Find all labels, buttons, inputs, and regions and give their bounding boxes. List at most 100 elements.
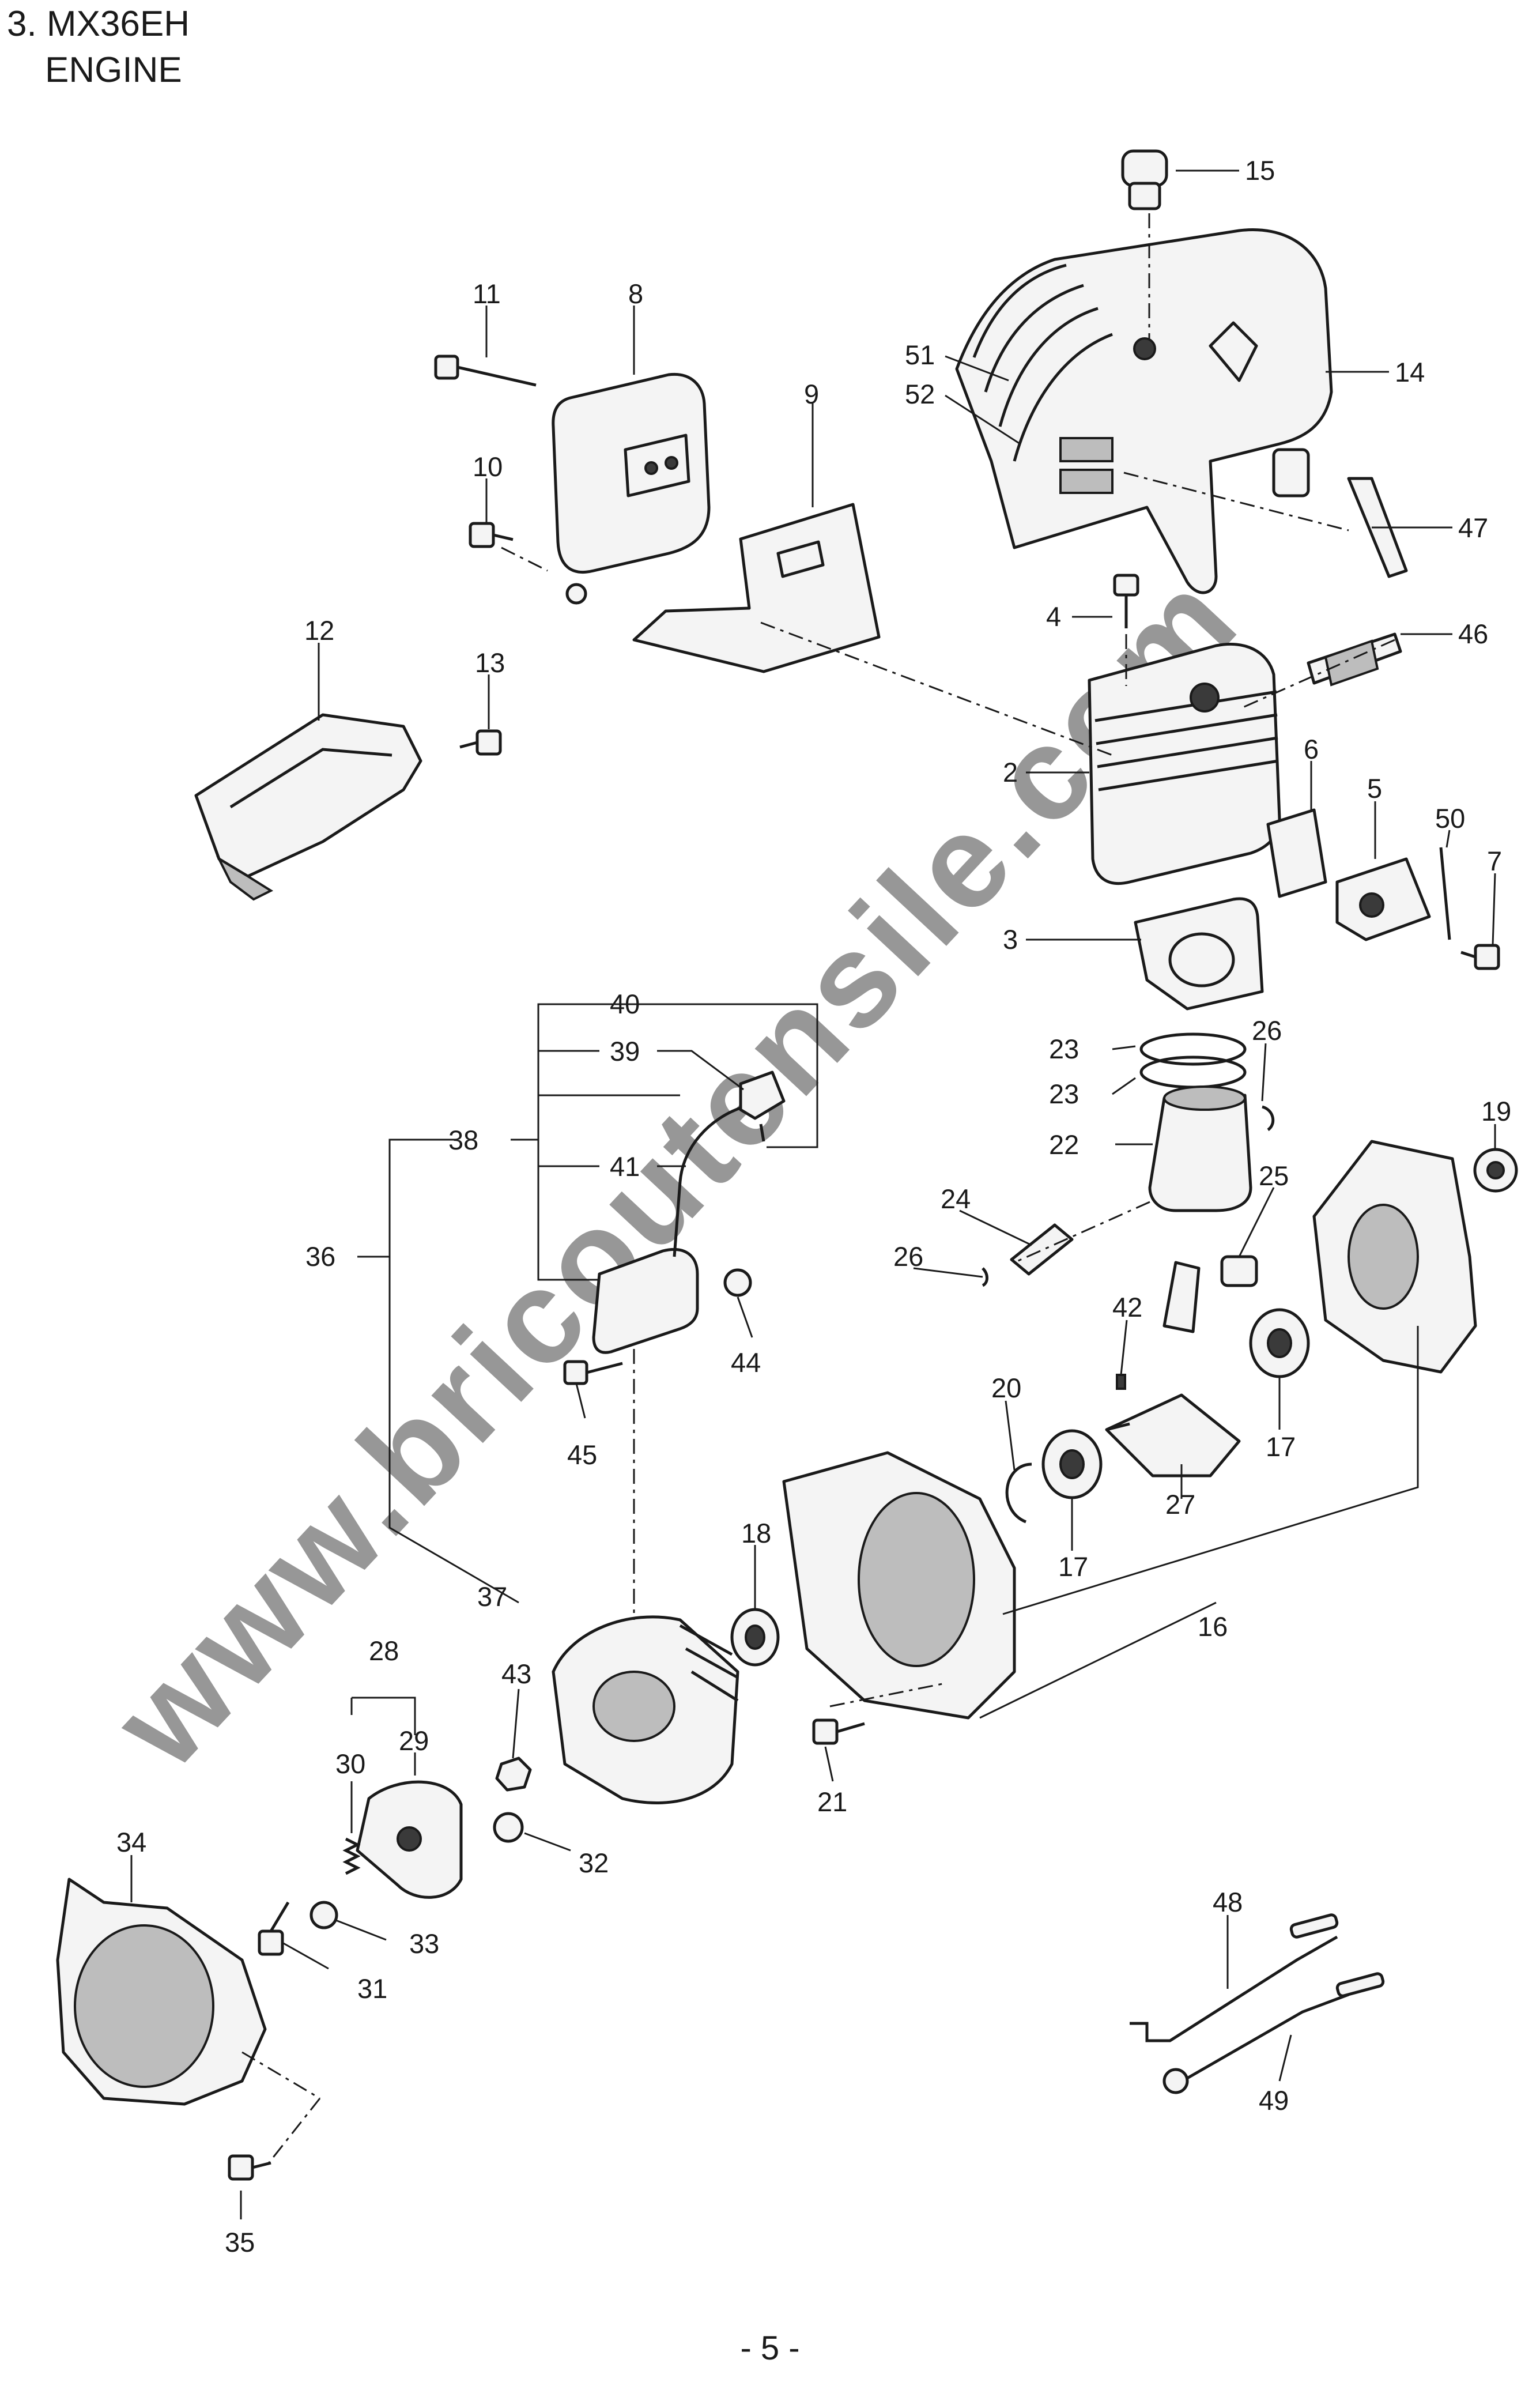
crankshaft-part — [1105, 1261, 1241, 1477]
callout-label: 29 — [399, 1725, 429, 1756]
callout-label: 14 — [1395, 357, 1425, 387]
cylinder-base-gasket-part — [1134, 897, 1264, 1011]
woodruff-key-part — [1116, 1374, 1126, 1390]
callout-label: 17 — [1058, 1551, 1088, 1582]
callout-label: 50 — [1435, 803, 1465, 834]
callout-label: 20 — [991, 1373, 1021, 1403]
coil-bolt-part — [563, 1360, 623, 1385]
callout-label: 27 — [1165, 1489, 1195, 1520]
callout-label: 6 — [1304, 734, 1319, 764]
needle-bearing-part — [1220, 1255, 1258, 1287]
heat-shield-part — [632, 503, 881, 673]
crankshaft-bearing-part — [1249, 1308, 1310, 1378]
piston-part — [1148, 1085, 1252, 1212]
callout-label: 34 — [116, 1827, 146, 1857]
tray-screw-part — [459, 729, 502, 756]
page-number: - 5 - — [740, 2330, 800, 2367]
top-cover-part — [955, 228, 1333, 594]
callout-label: 9 — [804, 379, 819, 409]
piston-ring-part — [1139, 1056, 1247, 1089]
callout-label: 5 — [1367, 773, 1382, 804]
callout-labels: 15 11 8 51 14 52 9 10 47 12 4 46 13 2 6 … — [116, 155, 1511, 2257]
cylinder-bolt-part — [1113, 574, 1139, 628]
crankshaft-bearing-part — [1041, 1429, 1103, 1499]
insulator-screw-part — [1460, 944, 1500, 970]
callout-label: 19 — [1481, 1096, 1511, 1126]
callout-label: 31 — [357, 1973, 387, 2004]
callout-label: 3 — [1003, 924, 1018, 955]
callout-label: 12 — [304, 615, 334, 646]
ground-wire-part — [1162, 1972, 1385, 2094]
callout-label: 24 — [941, 1183, 971, 1214]
oil-seal-part — [730, 1608, 780, 1667]
ignition-coil-part — [592, 1071, 786, 1354]
callout-label: 40 — [610, 989, 640, 1019]
callout-label: 23 — [1049, 1034, 1079, 1064]
callout-label: 10 — [473, 451, 503, 482]
callout-label: 46 — [1458, 619, 1488, 649]
callout-label: 2 — [1003, 757, 1018, 787]
callout-label: 36 — [305, 1241, 335, 1272]
callout-label: 45 — [567, 1439, 597, 1470]
crankcase-part — [782, 1140, 1477, 1720]
callout-label: 15 — [1245, 155, 1275, 186]
callout-label: 43 — [501, 1658, 531, 1689]
callout-label: 23 — [1049, 1079, 1079, 1109]
cover-cap-part — [1121, 149, 1168, 210]
callout-label: 51 — [905, 340, 935, 370]
cylinder-part — [1088, 642, 1281, 885]
callout-label: 22 — [1049, 1129, 1079, 1160]
callout-label: 42 — [1112, 1292, 1142, 1322]
circlip-part — [982, 1267, 988, 1287]
callout-label: 26 — [893, 1241, 923, 1272]
ball-bearing-part — [1473, 1148, 1518, 1193]
muffler-long-bolt-part — [434, 355, 537, 387]
callout-label: 33 — [409, 1928, 439, 1959]
callout-label: 21 — [817, 1786, 847, 1817]
flywheel-nut-part — [495, 1756, 532, 1792]
callout-label: 30 — [335, 1748, 365, 1779]
callout-label: 41 — [610, 1151, 640, 1182]
callout-label: 49 — [1259, 2085, 1289, 2116]
flywheel-part — [552, 1615, 739, 1804]
clutch-housing-part — [56, 1878, 267, 2106]
callout-label: 47 — [1458, 512, 1488, 543]
leader-lines — [130, 169, 1496, 2219]
callout-label: 18 — [741, 1518, 771, 1548]
housing-bolt-part — [228, 2154, 271, 2181]
callout-label: 38 — [448, 1125, 478, 1155]
watermark: www.bricoutensile.com — [85, 544, 1266, 1795]
callout-label: 35 — [225, 2227, 255, 2257]
callout-label: 13 — [475, 647, 505, 678]
muffler-short-bolt-part — [469, 522, 514, 548]
callout-label: 32 — [579, 1848, 609, 1878]
alignment-lines — [241, 213, 1395, 2168]
intake-gasket-part — [1266, 808, 1327, 898]
snap-ring-part — [1005, 1462, 1032, 1524]
callout-label: 7 — [1487, 846, 1502, 876]
callout-label: 39 — [610, 1036, 640, 1066]
clutch-bolt-part — [258, 1901, 290, 1956]
muffler-part — [552, 372, 711, 605]
insulator-part — [1335, 857, 1431, 941]
callout-label: 44 — [731, 1347, 761, 1378]
callout-label: 52 — [905, 379, 935, 409]
crankcase-bolt-part — [812, 1718, 865, 1745]
callout-label: 8 — [628, 278, 643, 309]
circlip-part — [1262, 1105, 1275, 1132]
ignition-wire-part — [1130, 1913, 1339, 2042]
callout-label: 37 — [477, 1581, 507, 1612]
callout-label: 28 — [369, 1635, 399, 1666]
washer-part — [493, 1812, 524, 1843]
callout-label: 16 — [1198, 1611, 1228, 1642]
callout-label: 11 — [473, 278, 501, 309]
section-title: ENGINE — [45, 50, 182, 90]
clutch-part — [356, 1780, 463, 1899]
pin-part — [1439, 847, 1451, 940]
clutch-washer-part — [309, 1901, 338, 1929]
callout-label: 17 — [1266, 1431, 1296, 1462]
callout-label: 48 — [1213, 1887, 1243, 1917]
callout-label: 4 — [1046, 601, 1061, 632]
clutch-spring-part — [342, 1837, 361, 1875]
